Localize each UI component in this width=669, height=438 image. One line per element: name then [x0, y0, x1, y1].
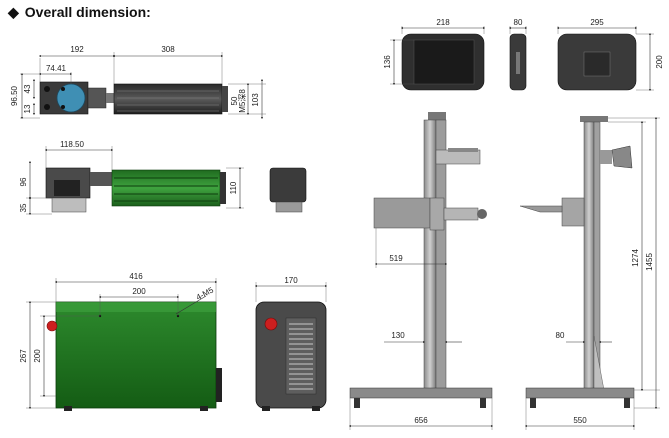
dim-laser-top-50: 50	[230, 96, 239, 105]
dim-box-side-170: 170	[284, 276, 298, 285]
dim-stand-656: 656	[414, 416, 428, 425]
dim-box-200-width: 200	[132, 287, 146, 296]
dim-laser-top-43: 43	[23, 84, 32, 93]
dim-box-267: 267	[19, 349, 28, 363]
dim-monitor-218: 218	[436, 18, 450, 27]
dim-stand-side-80: 80	[556, 331, 565, 340]
dim-monitor-side-80: 80	[514, 18, 523, 27]
dim-laser-front-118-50: 118.50	[60, 140, 84, 149]
controller-box-side-view: 170	[254, 276, 328, 411]
dim-monitor-back-200: 200	[655, 55, 664, 69]
dim-laser-top-96-50: 96.50	[10, 85, 19, 106]
dim-stand-side-1455: 1455	[645, 253, 654, 271]
dim-stand-519: 519	[389, 254, 403, 263]
laser-source-front-view: 118.50 96 35 110	[19, 140, 244, 216]
dim-box-416: 416	[129, 272, 143, 281]
dim-stand-130: 130	[391, 331, 405, 340]
dim-laser-top-m5: M5深8	[238, 89, 247, 113]
stand-side-view: 80 550 1274 1455	[519, 116, 660, 430]
dim-laser-top-308: 308	[161, 45, 175, 54]
dim-monitor-back-295: 295	[590, 18, 604, 27]
dim-laser-top-74-41: 74.41	[46, 64, 67, 73]
dim-laser-front-110: 110	[229, 181, 238, 194]
dim-laser-top-192: 192	[70, 45, 84, 54]
dim-laser-front-96: 96	[19, 177, 28, 186]
monitor-back-view: 295 200	[556, 18, 664, 92]
diamond-bullet-icon: ◆	[8, 4, 19, 20]
monitor-front-view: 218 136	[383, 18, 486, 91]
dim-laser-front-35: 35	[19, 203, 28, 212]
laser-head-side-view	[269, 167, 307, 213]
dim-laser-top-103: 103	[251, 93, 260, 107]
dim-stand-side-550: 550	[573, 416, 587, 425]
laser-source-top-view: 192 308 74.41 96.50 43 13 50 M5深8 103	[10, 45, 266, 120]
dim-box-200-height: 200	[33, 349, 42, 363]
title-text: Overall dimension:	[24, 4, 151, 20]
dim-laser-top-13: 13	[23, 104, 32, 113]
page-title: ◆ Overall dimension:	[8, 4, 151, 21]
dim-stand-side-1274: 1274	[631, 249, 640, 267]
stand-front-view: 519 130 656	[348, 112, 494, 430]
monitor-side-view: 80	[508, 18, 528, 91]
controller-box-front-view: 416 200 4-M5 267 200	[19, 272, 222, 411]
dim-box-4-m5: 4-M5	[195, 285, 216, 302]
dim-monitor-136: 136	[383, 55, 392, 69]
